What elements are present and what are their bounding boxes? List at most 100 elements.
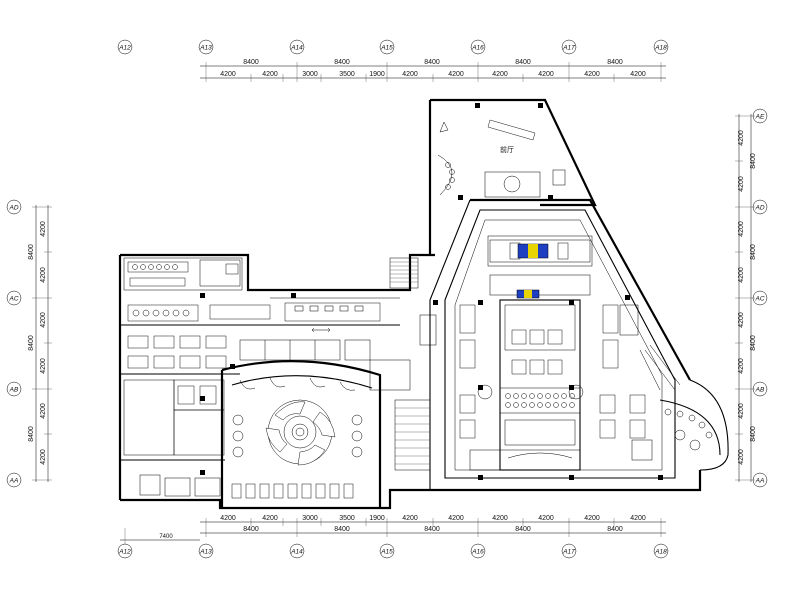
- svg-text:4200: 4200: [262, 71, 278, 78]
- grid-bubble-a13-top: A13: [198, 39, 214, 55]
- svg-text:4200: 4200: [630, 71, 646, 78]
- svg-text:4200: 4200: [402, 71, 418, 78]
- svg-text:8400: 8400: [28, 426, 35, 442]
- svg-text:A14: A14: [290, 45, 303, 52]
- svg-text:AD: AD: [754, 205, 764, 212]
- svg-text:4200: 4200: [738, 221, 745, 237]
- grid-bubble-ad-left: AD: [6, 199, 22, 215]
- grid-bubble-ab-right: AB: [752, 381, 768, 397]
- svg-text:8400: 8400: [607, 59, 623, 66]
- svg-text:4200: 4200: [584, 71, 600, 78]
- svg-text:3000: 3000: [302, 71, 318, 78]
- svg-text:8400: 8400: [607, 526, 623, 533]
- svg-text:AA: AA: [755, 478, 765, 485]
- kitchen-area: [120, 257, 400, 333]
- svg-text:4200: 4200: [738, 176, 745, 192]
- svg-text:AB: AB: [9, 387, 19, 394]
- svg-text:AE: AE: [755, 114, 765, 121]
- svg-text:A12: A12: [118, 45, 131, 52]
- east-dining-hall: [419, 209, 676, 480]
- top-dimension-lines: 8400 8400 8400 8400 8400 4200 4200 3000 …: [200, 59, 666, 82]
- svg-text:4200: 4200: [448, 515, 464, 522]
- svg-text:A13: A13: [199, 45, 212, 52]
- grid-bubble-a18-bottom: A18: [653, 543, 669, 559]
- svg-text:4200: 4200: [262, 515, 278, 522]
- svg-text:8400: 8400: [424, 59, 440, 66]
- svg-text:4200: 4200: [738, 312, 745, 328]
- grid-bubble-ab-left: AB: [6, 381, 22, 397]
- left-dimension-lines: 8400 8400 8400 4200 4200 4200 4200 4200 …: [28, 205, 52, 482]
- left-grid-bubbles: AD AC AB AA: [6, 199, 22, 488]
- west-lower-rooms: [120, 379, 225, 497]
- svg-text:A18: A18: [654, 549, 667, 556]
- svg-text:4200: 4200: [40, 267, 47, 283]
- svg-text:8400: 8400: [28, 244, 35, 260]
- svg-text:8400: 8400: [334, 59, 350, 66]
- svg-text:A16: A16: [471, 549, 484, 556]
- svg-text:4200: 4200: [538, 71, 554, 78]
- svg-text:8400: 8400: [750, 426, 757, 442]
- building-outline: [118, 98, 729, 510]
- grid-bubble-a14-bottom: A14: [289, 543, 305, 559]
- lobby-label: 前厅: [500, 145, 514, 154]
- svg-text:4200: 4200: [738, 358, 745, 374]
- east-curved-wing: [644, 344, 721, 456]
- svg-text:3000: 3000: [302, 515, 318, 522]
- svg-text:A15: A15: [380, 45, 393, 52]
- svg-text:AD: AD: [8, 205, 18, 212]
- grid-bubble-a15-top: A15: [379, 39, 395, 55]
- svg-text:7400: 7400: [159, 534, 173, 540]
- top-grid-bubbles: A12 A13 A14 A15 A16 A17 A18: [117, 39, 669, 55]
- svg-text:4200: 4200: [40, 449, 47, 465]
- svg-text:A16: A16: [471, 45, 484, 52]
- svg-text:8400: 8400: [750, 153, 757, 169]
- round-banquet-hall: [220, 360, 382, 508]
- svg-text:AC: AC: [754, 296, 764, 303]
- svg-text:1900: 1900: [369, 515, 385, 522]
- lobby-area: 前厅: [437, 103, 566, 200]
- svg-text:4200: 4200: [40, 403, 47, 419]
- svg-text:4200: 4200: [538, 515, 554, 522]
- svg-text:3500: 3500: [339, 71, 355, 78]
- bottom-dimension-lines: 4200 4200 3000 3500 1900 4200 4200 4200 …: [120, 515, 666, 544]
- svg-text:A12: A12: [118, 549, 131, 556]
- grid-bubble-a17-top: A17: [561, 39, 577, 55]
- svg-text:AA: AA: [9, 478, 19, 485]
- svg-text:4200: 4200: [492, 515, 508, 522]
- svg-text:8400: 8400: [28, 335, 35, 351]
- svg-text:4200: 4200: [220, 71, 236, 78]
- bottom-grid-bubbles: A12 A13 A14 A15 A16 A17 A18: [117, 543, 669, 559]
- svg-text:8400: 8400: [243, 59, 259, 66]
- svg-text:4200: 4200: [40, 312, 47, 328]
- svg-text:A17: A17: [562, 549, 575, 556]
- svg-text:A15: A15: [380, 549, 393, 556]
- svg-text:4200: 4200: [738, 403, 745, 419]
- grid-bubble-a13-bottom: A13: [198, 543, 214, 559]
- svg-text:4200: 4200: [448, 71, 464, 78]
- grid-bubble-a16-bottom: A16: [470, 543, 486, 559]
- grid-bubble-a14-top: A14: [289, 39, 305, 55]
- svg-text:1900: 1900: [369, 71, 385, 78]
- grid-bubble-ae-right: AE: [752, 108, 768, 124]
- svg-text:8400: 8400: [515, 59, 531, 66]
- grid-bubble-a16-top: A16: [470, 39, 486, 55]
- svg-text:4200: 4200: [492, 71, 508, 78]
- svg-text:4200: 4200: [630, 515, 646, 522]
- svg-text:4200: 4200: [738, 267, 745, 283]
- west-dining-tables: [120, 335, 371, 375]
- svg-text:4200: 4200: [40, 358, 47, 374]
- svg-text:4200: 4200: [738, 130, 745, 146]
- grid-bubble-a18-top: A18: [653, 39, 669, 55]
- svg-text:8400: 8400: [515, 526, 531, 533]
- grid-bubble-ad-right: AD: [752, 199, 768, 215]
- svg-text:AC: AC: [8, 296, 18, 303]
- svg-text:4200: 4200: [40, 221, 47, 237]
- svg-text:A13: A13: [199, 549, 212, 556]
- grid-bubble-ac-right: AC: [752, 290, 768, 306]
- svg-text:AB: AB: [755, 387, 765, 394]
- svg-text:3500: 3500: [339, 515, 355, 522]
- svg-text:8400: 8400: [750, 335, 757, 351]
- svg-text:4200: 4200: [738, 449, 745, 465]
